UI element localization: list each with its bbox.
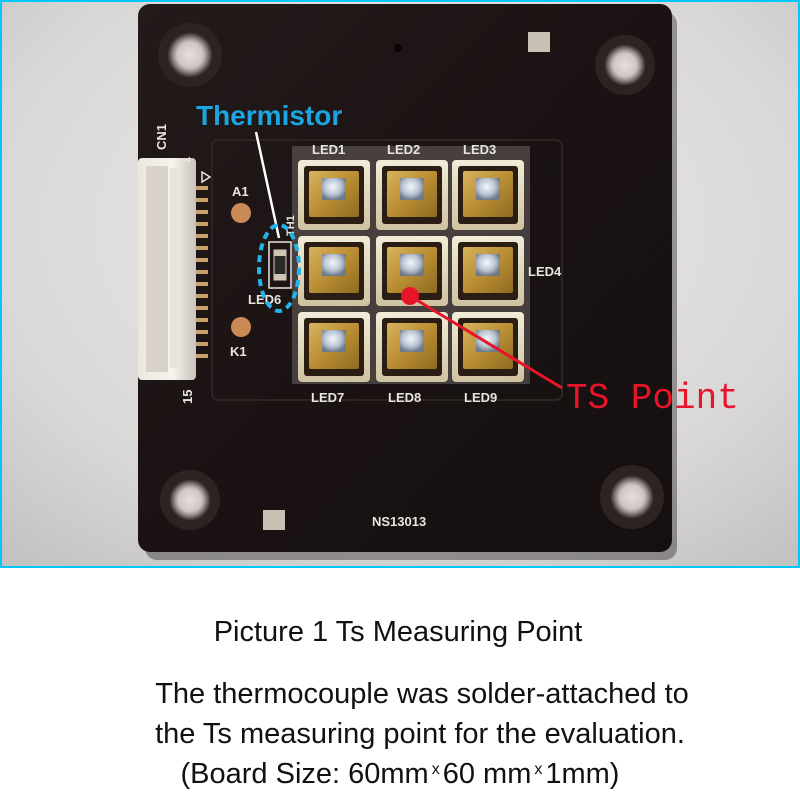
photo-frame xyxy=(0,0,800,568)
ts-point-marker xyxy=(401,287,419,305)
pad-a1-label: A1 xyxy=(232,184,249,199)
mounting-hole-bottom-right xyxy=(600,465,664,529)
mounting-hole-top-right xyxy=(595,35,655,95)
led8-label: LED8 xyxy=(388,390,421,405)
led-6 xyxy=(298,236,370,306)
led-2 xyxy=(376,160,448,230)
connector-cn1 xyxy=(138,158,208,380)
board-id-label: NS13013 xyxy=(372,514,426,529)
pad-k1 xyxy=(231,317,251,337)
led-3 xyxy=(452,160,524,230)
led-4 xyxy=(452,236,524,306)
board-size-width: (Board Size: 60mm xyxy=(180,758,429,790)
led4-label: LED4 xyxy=(528,264,562,279)
led-8 xyxy=(376,312,448,382)
mounting-hole-top-left xyxy=(158,23,222,87)
led-5 xyxy=(376,236,448,306)
pad-k1-label: K1 xyxy=(230,344,247,359)
square-pad xyxy=(263,510,285,530)
th1-label: TH1 xyxy=(285,215,297,236)
board-photo: CN1 1 15 A1 K1 TH1 LED6 LED1 LED2 LED3 L… xyxy=(0,0,800,568)
ts-point-pointer-line xyxy=(409,294,563,390)
times-sign: x xyxy=(431,761,440,778)
led-1 xyxy=(298,160,370,230)
led-9 xyxy=(452,312,524,382)
ts-point-annotation: TS Point xyxy=(566,378,739,419)
square-pad xyxy=(528,32,550,52)
pin-1-label: 1 xyxy=(178,157,193,164)
led6-label: LED6 xyxy=(248,292,281,307)
pad-a1 xyxy=(231,203,251,223)
led-7 xyxy=(298,312,370,382)
connector-label: CN1 xyxy=(154,124,169,150)
mounting-hole-bottom-left xyxy=(160,470,220,530)
thermistor-highlight-ellipse xyxy=(257,223,301,313)
board-size-thickness: 1mm) xyxy=(545,758,620,790)
caption-title: Picture 1 Ts Measuring Point xyxy=(213,616,583,648)
times-sign: x xyxy=(534,761,543,778)
thermistor-component xyxy=(268,241,292,289)
led3-label: LED3 xyxy=(463,142,496,157)
description-line-2: the Ts measuring point for the evaluatio… xyxy=(155,718,685,750)
thermistor-annotation: Thermistor xyxy=(196,100,342,131)
description-line-1: The thermocouple was solder-attached to xyxy=(155,678,689,710)
led7-label: LED7 xyxy=(311,390,344,405)
led-grid xyxy=(298,160,524,382)
led1-label: LED1 xyxy=(312,142,345,157)
led9-label: LED9 xyxy=(464,390,497,405)
board-size-height: 60 mm xyxy=(442,758,532,790)
pin-15-label: 15 xyxy=(180,390,195,404)
thermistor-pointer-line xyxy=(254,131,281,239)
led2-label: LED2 xyxy=(387,142,420,157)
